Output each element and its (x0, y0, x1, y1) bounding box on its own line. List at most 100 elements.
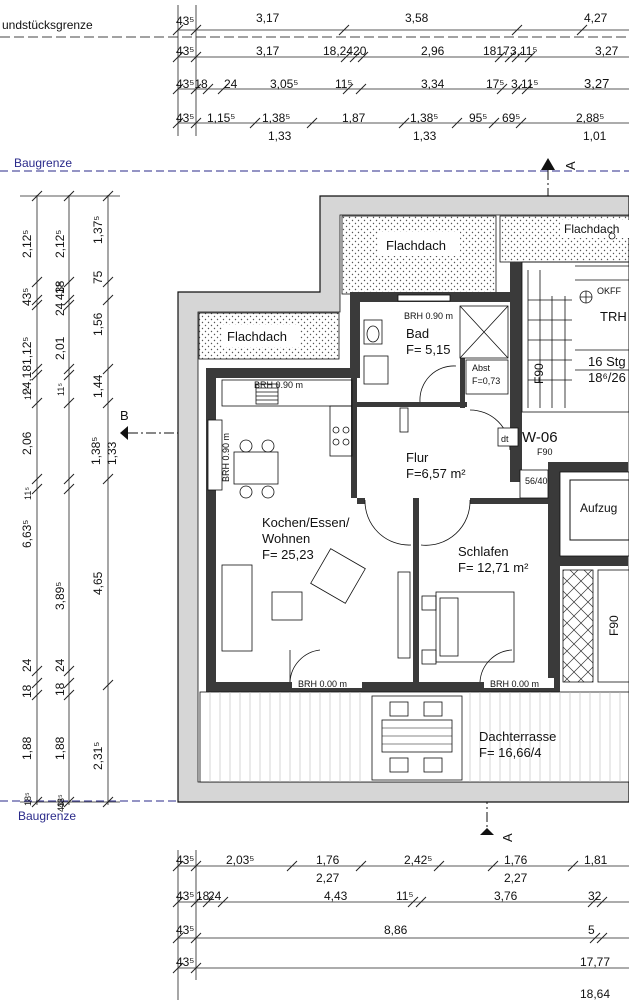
svg-text:43⁵: 43⁵ (176, 14, 194, 28)
svg-text:1817: 1817 (483, 44, 510, 58)
brh-door-left: BRH 0.00 m (298, 679, 347, 689)
svg-text:43⁵: 43⁵ (53, 282, 67, 300)
svg-text:1,56: 1,56 (91, 312, 105, 336)
terrasse-area: F= 16,66/4 (479, 745, 542, 760)
svg-text:1,37⁵: 1,37⁵ (91, 216, 105, 244)
bad-area: F= 5,15 (406, 342, 450, 357)
svg-text:3,34: 3,34 (421, 77, 445, 91)
kitchen-window (207, 419, 223, 491)
svg-text:1,88: 1,88 (20, 736, 34, 760)
svg-text:3,76: 3,76 (494, 889, 518, 903)
svg-text:2,96: 2,96 (421, 44, 445, 58)
svg-text:43⁵: 43⁵ (20, 288, 34, 306)
svg-text:43⁵: 43⁵ (176, 889, 194, 903)
flachdach-stair: Flachdach (499, 215, 629, 263)
elevator: Aufzug (559, 471, 629, 557)
shaft-left (562, 569, 594, 683)
svg-text:2,31⁵: 2,31⁵ (91, 742, 105, 770)
f90-wall: F90 (532, 363, 546, 384)
svg-text:B: B (120, 408, 129, 423)
svg-text:1,33: 1,33 (413, 129, 437, 143)
svg-text:18: 18 (53, 280, 67, 294)
svg-text:2,12⁵: 2,12⁵ (53, 230, 67, 258)
flur-doors (364, 407, 471, 546)
flur-area: F=6,57 m² (406, 466, 466, 481)
svg-text:3,11⁵: 3,11⁵ (510, 44, 537, 58)
svg-text:2,27: 2,27 (504, 871, 528, 885)
kochen-brh-side: BRH 0.90 m (221, 433, 231, 482)
svg-text:17,77: 17,77 (580, 955, 610, 969)
svg-text:24: 24 (20, 658, 34, 672)
svg-text:18: 18 (20, 684, 34, 698)
svg-text:11⁵: 11⁵ (23, 487, 33, 500)
svg-text:4,43: 4,43 (324, 889, 348, 903)
svg-text:1,76: 1,76 (504, 853, 528, 867)
svg-text:24: 24 (224, 77, 238, 91)
svg-text:A: A (563, 161, 578, 170)
abst-name: Abst (472, 363, 491, 373)
svg-text:3,05⁵: 3,05⁵ (270, 77, 298, 91)
svg-text:A: A (500, 833, 515, 842)
svg-text:43⁵: 43⁵ (56, 794, 66, 808)
abst-area: F=0,73 (472, 376, 500, 386)
svg-text:43⁵: 43⁵ (176, 111, 194, 125)
stair (521, 232, 629, 413)
svg-text:1,01: 1,01 (583, 129, 607, 143)
svg-text:8,86: 8,86 (384, 923, 408, 937)
f90-right: F90 (607, 615, 621, 636)
dims-top (172, 5, 629, 136)
svg-text:3,58: 3,58 (405, 11, 429, 25)
schlafen-name: Schlafen (458, 544, 509, 559)
svg-text:1,15⁵: 1,15⁵ (207, 111, 235, 125)
svg-text:1,38⁵: 1,38⁵ (89, 437, 103, 465)
svg-text:24: 24 (53, 658, 67, 672)
svg-text:17⁵: 17⁵ (486, 77, 504, 91)
svg-text:1,76: 1,76 (316, 853, 340, 867)
dims-left (20, 190, 120, 808)
shaft-right (597, 569, 629, 683)
stair-count: 16 Stg (588, 354, 626, 369)
schlafen-fixtures (421, 591, 515, 683)
svg-text:43⁵: 43⁵ (56, 798, 66, 812)
brh-door-right: BRH 0.00 m (490, 679, 539, 689)
svg-text:43⁵: 43⁵ (176, 853, 194, 867)
svg-text:F90: F90 (537, 447, 553, 457)
svg-text:18,64: 18,64 (580, 987, 610, 1000)
trh-label: TRH (600, 309, 627, 324)
svg-text:Flachdach: Flachdach (227, 329, 287, 344)
svg-text:18,2420: 18,2420 (323, 44, 367, 58)
svg-text:dt: dt (501, 434, 509, 444)
svg-text:1,81: 1,81 (584, 853, 608, 867)
dims-left-text: 2,12⁵ 43⁵ 24,181,12⁵ 11⁵ 2,06 11⁵ 6,63⁵ … (20, 216, 119, 812)
flachdach-left: Flachdach (198, 312, 340, 360)
svg-text:2,06: 2,06 (20, 431, 34, 455)
svg-text:18⁵: 18⁵ (23, 792, 33, 806)
svg-text:5: 5 (588, 923, 595, 937)
svg-text:3,17: 3,17 (256, 44, 280, 58)
baugrenze-top-label: Baugrenze (14, 156, 72, 170)
svg-text:3,27: 3,27 (595, 44, 619, 58)
svg-text:24,181,12⁵: 24,181,12⁵ (20, 337, 34, 395)
bad-fixtures (363, 294, 509, 403)
svg-text:43⁵: 43⁵ (176, 923, 194, 937)
svg-text:2,42⁵: 2,42⁵ (404, 853, 432, 867)
svg-text:4,27: 4,27 (584, 11, 608, 25)
svg-text:2,88⁵: 2,88⁵ (576, 111, 604, 125)
svg-text:1,38⁵: 1,38⁵ (410, 111, 438, 125)
svg-text:69⁵: 69⁵ (502, 111, 520, 125)
svg-text:2,27: 2,27 (316, 871, 340, 885)
svg-text:1,38⁵: 1,38⁵ (262, 111, 290, 125)
svg-text:18: 18 (53, 682, 67, 696)
svg-text:3,89⁵: 3,89⁵ (53, 582, 67, 610)
baugrenze-bottom-label: Baugrenze (18, 809, 76, 823)
svg-text:95⁵: 95⁵ (469, 111, 487, 125)
dims-top-text: 43⁵ 3,17 3,58 4,27 43⁵ 3,17 18,2420 2,96… (176, 11, 619, 143)
svg-text:3,17: 3,17 (256, 11, 280, 25)
svg-text:2,12⁵: 2,12⁵ (20, 230, 34, 258)
svg-text:18: 18 (196, 889, 210, 903)
svg-text:1,33: 1,33 (268, 129, 292, 143)
flur-name: Flur (406, 450, 429, 465)
svg-text:3,27: 3,27 (584, 76, 609, 91)
svg-text:11⁵: 11⁵ (396, 889, 413, 903)
